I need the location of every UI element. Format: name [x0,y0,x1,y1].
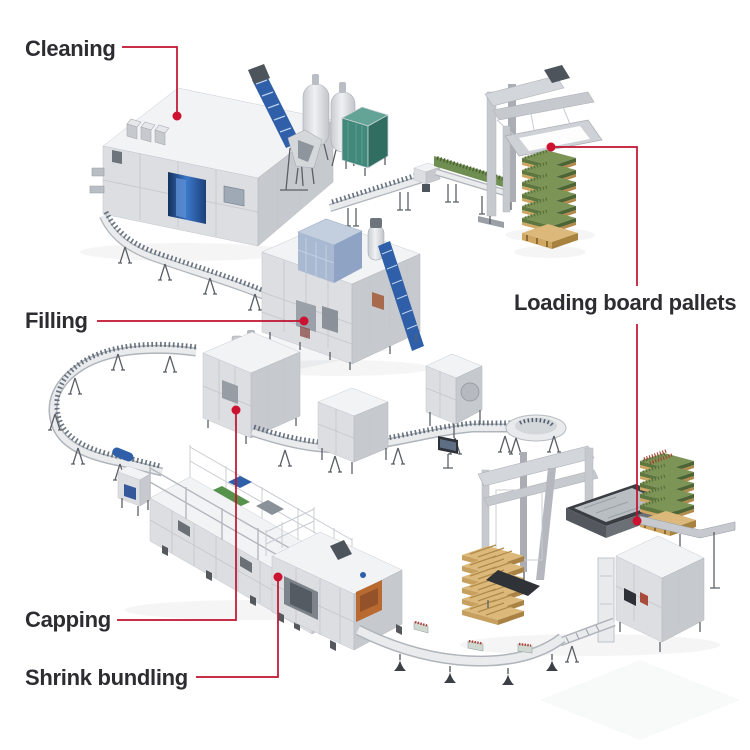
case-palletizer [461,445,736,663]
air-conveyor [99,210,292,311]
label-capping: Capping [25,607,111,632]
connector-capping [117,414,237,621]
callout-dot-loading-bottom [632,516,642,526]
shrink-pack [413,620,533,654]
loop-conveyor [47,341,197,481]
feed-unit [112,447,151,516]
cleaning-machine [89,87,334,247]
label-filling: Filling [25,308,88,333]
callout-connectors [97,46,642,678]
pallet-stack-green-bottles [514,148,586,258]
rotary-accumulation-table [505,414,567,455]
empty-bottle-palletizer [478,65,603,228]
labeling-machine [425,353,483,438]
pack-conveyor [355,620,566,686]
filling-machine [261,218,424,370]
callout-dot-capping [231,405,241,415]
label-cleaning: Cleaning [25,36,116,61]
callout-dot-shrink [273,572,283,582]
bottle-conveyor-to-palletizer [328,156,508,227]
connector-shrink [196,581,279,678]
elevator-conveyor [248,64,323,191]
connector-cleaning [122,46,178,112]
green-cabinet [340,106,390,176]
label-shrink-bundling: Shrink bundling [25,665,188,690]
loaded-pallet-stack [638,449,697,537]
label-loading-board-pallets: Loading board pallets [514,290,737,315]
callout-dot-cleaning [172,111,182,121]
callout-dot-filling [299,316,309,326]
connector-loading-top [551,146,638,286]
callout-dot-loading-top [546,142,556,152]
transfer-platform [413,162,441,192]
sleeve-machine [317,387,389,474]
inspection-display [438,436,458,469]
capping-machine [202,330,301,444]
